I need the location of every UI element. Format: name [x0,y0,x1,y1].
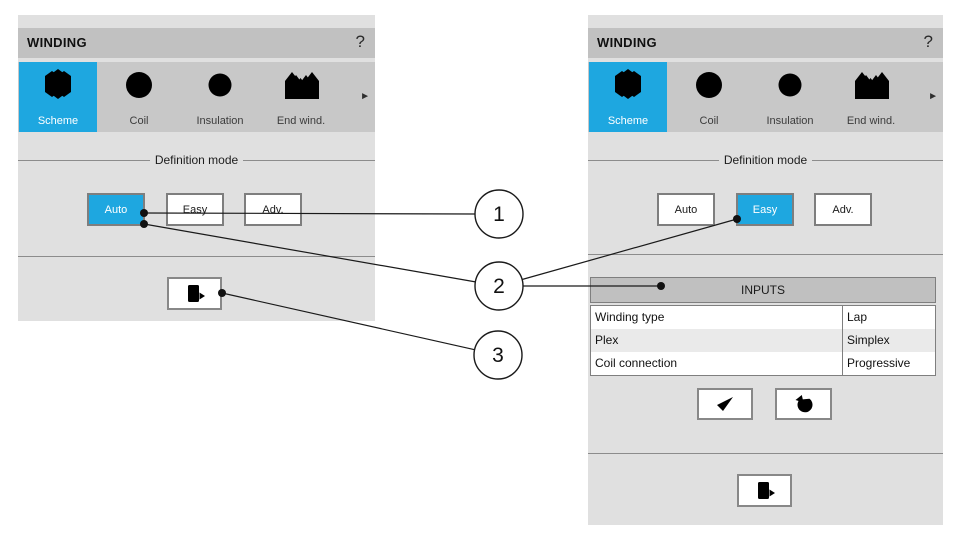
winding-scheme-icon [615,69,641,99]
section-divider [588,453,943,454]
toolbar-more-arrow-icon[interactable]: ► [360,91,370,102]
mode-button-adv[interactable]: Adv. [244,193,302,226]
mode-button-auto[interactable]: Auto [87,193,145,226]
mode-button-auto[interactable]: Auto [657,193,715,226]
mode-button-adv[interactable]: Adv. [814,193,872,226]
coil-icon [696,72,722,98]
tab-scheme[interactable]: Scheme [19,62,97,132]
coil-icon [126,72,152,98]
tab-label: Coil [699,115,719,127]
titlebar: WINDING ? [588,28,943,58]
section-divider [18,256,375,257]
export-button[interactable] [737,474,792,507]
callout-circle-3 [473,330,523,380]
end-winding-icon [285,72,319,99]
tab-label: Scheme [607,115,649,127]
end-winding-icon [855,72,889,99]
tab-label: End wind. [846,115,896,127]
tab-scheme[interactable]: Scheme [589,62,667,132]
toolbar-more-arrow-icon[interactable]: ► [928,91,938,102]
winding-scheme-icon [45,69,71,99]
mode-button-easy[interactable]: Easy [736,193,794,226]
dialog-title: WINDING [27,35,87,50]
insulation-icon [778,73,802,97]
titlebar: WINDING ? [18,28,375,58]
mode-button-easy[interactable]: Easy [166,193,224,226]
group-label-text: Definition mode [723,153,808,167]
group-label-text: Definition mode [154,153,239,167]
inputs-table-body: Winding type Lap Plex Simplex Coil conne… [590,305,936,376]
tab-label: End wind. [276,115,326,127]
tab-label: Scheme [37,115,79,127]
export-document-icon [187,284,205,302]
callout-number-3: 3 [492,344,504,367]
export-button[interactable] [167,277,222,310]
table-row-winding-type[interactable]: Winding type Lap [591,306,935,329]
inputs-table: INPUTS Winding type Lap Plex Simplex Coi… [590,277,936,376]
check-icon [717,397,733,411]
winding-dialog-auto-mode: WINDING ? Scheme Coil Insulation End win… [18,15,376,321]
tab-label: Insulation [196,115,244,127]
callout-number-2: 2 [493,275,505,298]
tab-coil[interactable]: Coil [100,62,178,132]
winding-dialog-easy-mode: WINDING ? Scheme Coil Insulation End win… [588,15,944,525]
tab-toolbar: Scheme Coil Insulation End wind. ► [18,62,375,132]
inputs-table-header: INPUTS [590,277,936,303]
input-name: Coil connection [595,356,678,370]
tab-end-winding[interactable]: End wind. [832,62,910,132]
tab-insulation[interactable]: Insulation [751,62,829,132]
reset-button[interactable] [775,388,832,420]
definition-mode-group: Definition mode [18,152,376,168]
callout-circle-1 [474,189,524,239]
tab-end-winding[interactable]: End wind. [262,62,340,132]
input-value[interactable]: Simplex [842,329,935,352]
tab-toolbar: Scheme Coil Insulation End wind. ► [588,62,943,132]
confirm-button[interactable] [697,388,753,420]
table-row-plex[interactable]: Plex Simplex [591,329,935,352]
help-button[interactable]: ? [355,32,365,51]
input-name: Plex [595,333,619,347]
callout-number-1: 1 [493,203,505,226]
input-name: Winding type [595,310,665,324]
dialog-title: WINDING [597,35,657,50]
group-divider-line [243,159,376,161]
group-divider-line [18,159,150,161]
tab-insulation[interactable]: Insulation [181,62,259,132]
help-button[interactable]: ? [923,32,933,51]
insulation-icon [208,73,232,97]
group-divider-line [588,159,719,161]
definition-mode-group: Definition mode [588,152,944,168]
section-divider [588,254,943,255]
input-value[interactable]: Lap [842,306,935,329]
tab-label: Coil [129,115,149,127]
tab-label: Insulation [766,115,814,127]
group-divider-line [812,159,944,161]
tab-coil[interactable]: Coil [670,62,748,132]
export-document-icon [757,481,775,499]
input-value[interactable]: Progressive [842,352,935,375]
callout-circle-2 [474,261,524,311]
table-row-coil-connection[interactable]: Coil connection Progressive [591,352,935,375]
undo-icon [795,395,813,413]
